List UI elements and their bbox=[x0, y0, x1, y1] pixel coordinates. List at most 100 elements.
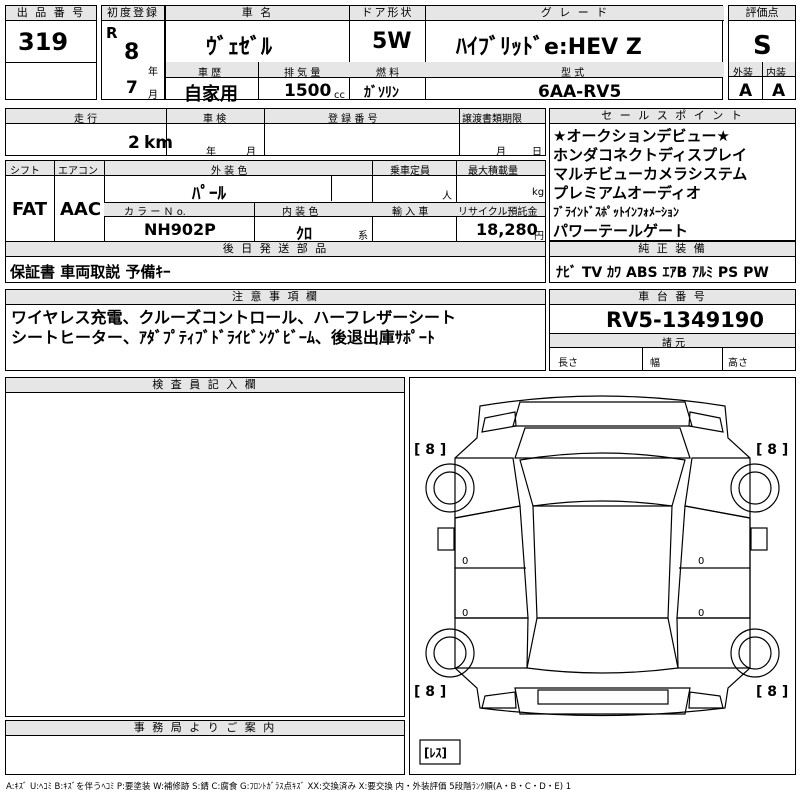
car-diagram-icon bbox=[419, 395, 780, 765]
chassis-label: 車 台 番 号 bbox=[550, 290, 795, 305]
later-parts-panel: 後 日 発 送 部 品 保証書 車両取説 予備ｷｰ bbox=[5, 241, 546, 283]
shift-label: シフト bbox=[10, 166, 40, 177]
first-registration-cell: 初度登録 R 8 年 7 月 bbox=[101, 5, 165, 101]
sales-point-item: マルチビューカメラシステム bbox=[553, 165, 748, 183]
mileage-block: 走 行 車 検 登 録 番 号 譲渡書類期限 2 km 年 月 月 日 bbox=[5, 108, 546, 158]
notes-list: ワイヤレス充電、クルーズコントロール、ハーフレザーシート シートヒーター、ｱﾀﾞ… bbox=[11, 308, 456, 348]
legend-text: A:ｷｽﾞ U:ﾍｺﾐ B:ｷｽﾞを伴うﾍｺﾐ P:要塗装 W:補修跡 S:錆 … bbox=[6, 782, 572, 792]
chassis-panel: 車 台 番 号 RV5-1349190 諸 元 長さ 幅 高さ bbox=[549, 289, 796, 371]
width-label: 幅 bbox=[650, 358, 660, 369]
yen-unit: 円 bbox=[534, 231, 544, 242]
deadline-month-unit: 月 bbox=[496, 147, 506, 158]
registration-year: 8 bbox=[124, 40, 140, 65]
damage-mark: 0 bbox=[462, 608, 469, 619]
registration-number-label: 登 録 番 号 bbox=[328, 114, 378, 125]
recycle-fee-label: リサイクル預託金 bbox=[458, 207, 538, 218]
overall-score: S bbox=[753, 31, 772, 61]
tire-rear-right: [ 8 ] bbox=[756, 684, 789, 700]
interior-color: ｸﾛ bbox=[296, 224, 313, 243]
height-label: 高さ bbox=[728, 358, 748, 369]
model-label: 型 式 bbox=[561, 68, 585, 79]
grade-label: グ レ ー ド bbox=[426, 6, 724, 21]
exterior-color-label: 外 装 色 bbox=[211, 166, 248, 177]
later-parts-label: 後 日 発 送 部 品 bbox=[6, 242, 545, 257]
sales-point-panel: セ ー ル ス ポ イ ン ト ★オークションデビュー★ ホンダコネクトディスプ… bbox=[549, 108, 796, 241]
fuel-label: 燃 料 bbox=[376, 68, 400, 79]
sales-point-label: セ ー ル ス ポ イ ン ト bbox=[550, 109, 795, 124]
lot-number-cell: 出 品 番 号 319 bbox=[5, 5, 97, 100]
fuel-value: ｶﾞｿﾘﾝ bbox=[364, 85, 399, 101]
notes-panel: 注 意 事 項 欄 ワイヤレス充電、クルーズコントロール、ハーフレザーシート シ… bbox=[5, 289, 546, 371]
damage-mark: 0 bbox=[698, 556, 705, 567]
length-label: 長さ bbox=[558, 358, 578, 369]
tire-rear-left: [ 8 ] bbox=[414, 684, 447, 700]
sales-point-item: プレミアムオーディオ bbox=[553, 184, 701, 202]
notes-label: 注 意 事 項 欄 bbox=[6, 290, 545, 305]
km-unit: km bbox=[144, 133, 174, 153]
interior-grade: A bbox=[772, 81, 786, 101]
damage-mark: 0 bbox=[462, 556, 469, 567]
model-value: 6AA-RV5 bbox=[538, 82, 622, 102]
inspector-notes-panel: 検 査 員 記 入 欄 bbox=[5, 377, 405, 717]
score-cell: 評価点 S 外装 内装 A A bbox=[728, 5, 796, 101]
inspection-year-unit: 年 bbox=[206, 147, 216, 158]
interior-grade-label: 内装 bbox=[766, 68, 786, 79]
color-number-label: カ ラ ー Ｎ o. bbox=[124, 207, 186, 218]
inspection-label: 車 検 bbox=[203, 114, 227, 125]
dimensions-label: 諸 元 bbox=[662, 338, 686, 349]
car-name: ｳﾞｪｾﾞﾙ bbox=[206, 35, 273, 60]
exterior-grade: A bbox=[739, 81, 753, 101]
history-label: 車 歴 bbox=[198, 68, 222, 79]
shift-value: FAT bbox=[12, 199, 48, 220]
capacity-label: 乗車定員 bbox=[390, 166, 430, 177]
equipment-value: ﾅﾋﾞ TV ｶﾜ ABS ｴｱB ｱﾙﾐ PS PW bbox=[556, 265, 769, 281]
deadline-day-unit: 日 bbox=[532, 147, 542, 158]
tire-front-right: [ 8 ] bbox=[756, 442, 789, 458]
score-label: 評価点 bbox=[729, 6, 795, 21]
transfer-deadline-label: 譲渡書類期限 bbox=[462, 114, 522, 125]
mileage-label: 走 行 bbox=[74, 114, 98, 125]
recycle-fee: 18,280 bbox=[476, 220, 538, 239]
later-parts-value: 保証書 車両取説 予備ｷｰ bbox=[10, 263, 171, 281]
exterior-grade-label: 外装 bbox=[733, 68, 753, 79]
sales-point-list: ★オークションデビュー★ ホンダコネクトディスプレイ マルチビューカメラシステム… bbox=[553, 127, 747, 241]
sales-point-item: ﾌﾞﾗｲﾝﾄﾞｽﾎﾟｯﾄｲﾝﾌｫﾒｰｼｮﾝ bbox=[553, 205, 680, 219]
note-line: ワイヤレス充電、クルーズコントロール、ハーフレザーシート bbox=[11, 308, 456, 327]
interior-color-label: 内 装 色 bbox=[282, 207, 319, 218]
office-notice-label: 事 務 局 よ り ご 案 内 bbox=[6, 721, 404, 736]
first-registration-label: 初度登録 bbox=[102, 6, 164, 21]
door-type: 5W bbox=[372, 29, 412, 54]
equipment-label: 純 正 装 備 bbox=[550, 242, 795, 257]
door-label: ドア形状 bbox=[350, 6, 425, 21]
month-unit: 月 bbox=[148, 90, 158, 101]
lot-number: 319 bbox=[18, 28, 69, 56]
max-load-label: 最大積載量 bbox=[468, 166, 518, 177]
kg-unit: kg bbox=[532, 187, 545, 198]
aircon-value: AAC bbox=[60, 199, 102, 220]
era-label: R bbox=[106, 24, 118, 42]
person-unit: 人 bbox=[442, 191, 452, 202]
spare-tire: [ﾚｽ] bbox=[424, 746, 447, 760]
history-value: 自家用 bbox=[184, 84, 238, 105]
note-line: シートヒーター、ｱﾀﾞﾌﾟﾃｨﾌﾞﾄﾞﾗｲﾋﾞﾝｸﾞﾋﾞｰﾑ、後退出庫ｻﾎﾟｰﾄ bbox=[11, 328, 435, 347]
spec-block: シフト エアコン 外 装 色 乗車定員 最大積載量 FAT AAC ﾊﾟｰﾙ 人… bbox=[5, 160, 546, 243]
car-diagram-panel: [ 8 ] [ 8 ] [ 8 ] [ 8 ] [ﾚｽ] 0 0 0 0 bbox=[409, 377, 796, 775]
tire-front-left: [ 8 ] bbox=[414, 442, 447, 458]
aircon-label: エアコン bbox=[58, 166, 98, 177]
displacement-value: 1500 bbox=[284, 81, 332, 101]
chassis-number: RV5-1349190 bbox=[606, 308, 765, 332]
series-unit: 系 bbox=[358, 231, 368, 242]
equipment-panel: 純 正 装 備 ﾅﾋﾞ TV ｶﾜ ABS ｴｱB ｱﾙﾐ PS PW bbox=[549, 241, 796, 283]
sales-point-item: ★オークションデビュー★ bbox=[553, 127, 730, 145]
inspection-month-unit: 月 bbox=[246, 147, 256, 158]
main-info-block: 車 名 ドア形状 グ レ ー ド ｳﾞｪｾﾞﾙ 5W ﾊｲﾌﾞﾘｯﾄﾞe:HEV… bbox=[165, 5, 724, 105]
exterior-color-value: ﾊﾟｰﾙ bbox=[192, 184, 226, 204]
cc-unit: cc bbox=[334, 90, 345, 101]
sales-point-item: ホンダコネクトディスプレイ bbox=[553, 146, 747, 164]
grade: ﾊｲﾌﾞﾘｯﾄﾞe:HEV Z bbox=[456, 35, 642, 60]
damage-mark: 0 bbox=[698, 608, 705, 619]
sales-point-item: パワーテールゲート bbox=[553, 222, 689, 240]
color-number: NH902P bbox=[144, 220, 216, 239]
lot-number-label: 出 品 番 号 bbox=[6, 6, 96, 21]
inspector-notes-label: 検 査 員 記 入 欄 bbox=[6, 378, 404, 393]
